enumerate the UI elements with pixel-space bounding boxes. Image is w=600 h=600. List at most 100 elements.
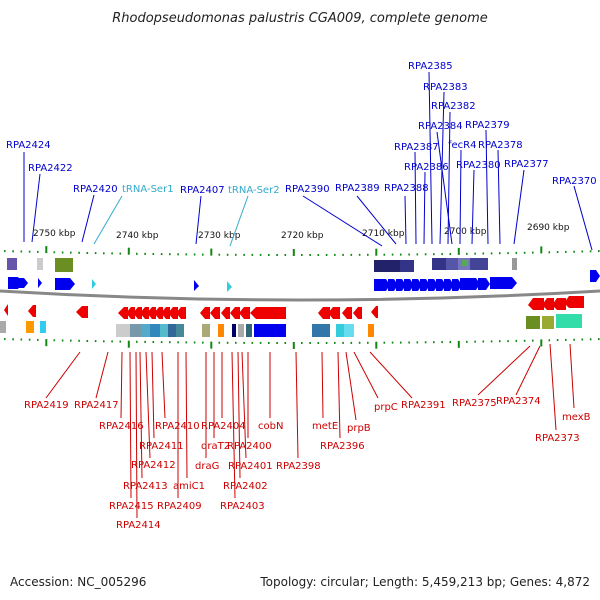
scale-tick bbox=[136, 340, 138, 343]
scale-tick bbox=[243, 341, 245, 344]
gene-label: mexB bbox=[562, 412, 591, 423]
scale-tick bbox=[490, 252, 493, 255]
scale-tick bbox=[540, 339, 543, 347]
scale-tick bbox=[276, 254, 278, 256]
scale-label: 2740 kbp bbox=[116, 231, 159, 241]
scale-tick bbox=[284, 342, 287, 344]
scale-tick bbox=[86, 340, 89, 342]
scale-tick bbox=[276, 342, 278, 344]
scale-tick bbox=[474, 252, 476, 255]
gene-label: RPA2412 bbox=[131, 460, 176, 471]
scale-tick bbox=[565, 338, 567, 341]
scale-tick bbox=[309, 342, 311, 344]
accession-label: Accession: NC_005296 bbox=[10, 575, 147, 589]
gene-label: RPA2374 bbox=[496, 396, 541, 407]
scale-tick bbox=[400, 253, 402, 256]
gene-label: metE bbox=[312, 421, 338, 432]
forward-genes bbox=[8, 270, 600, 292]
gene-label: RPA2414 bbox=[116, 520, 161, 531]
gene-label: draG bbox=[195, 461, 219, 472]
scale-tick bbox=[507, 340, 509, 343]
scale-tick bbox=[391, 341, 394, 344]
scale-tick bbox=[103, 252, 105, 255]
gene-label: RPA2411 bbox=[139, 441, 184, 452]
scale-tick bbox=[119, 252, 122, 255]
scale-tick bbox=[193, 341, 196, 344]
scale-label: 2710 kbp bbox=[362, 229, 405, 239]
scale-tick bbox=[20, 250, 23, 253]
scale-tick bbox=[45, 339, 48, 347]
gene-label: RPA2384 bbox=[418, 121, 463, 132]
scale-tick bbox=[202, 253, 204, 256]
scale-tick bbox=[416, 253, 419, 256]
scale-tick bbox=[424, 341, 427, 344]
scale-tick bbox=[433, 253, 435, 256]
scale-tick bbox=[573, 338, 575, 341]
scale-tick bbox=[482, 252, 485, 255]
forward-cog-track bbox=[7, 258, 517, 272]
scale-tick bbox=[358, 341, 361, 344]
scale-tick bbox=[45, 246, 48, 254]
scale-tick bbox=[12, 250, 14, 253]
scale-tick bbox=[78, 339, 80, 342]
map-title: Rhodopseudomonas palustris CGA009, compl… bbox=[112, 11, 488, 26]
scale-tick bbox=[28, 250, 31, 253]
scale-tick bbox=[53, 251, 56, 254]
scale-label: 2700 kbp bbox=[444, 227, 487, 237]
scale-tick bbox=[185, 253, 188, 256]
scale-tick bbox=[235, 341, 237, 344]
scale-tick bbox=[301, 342, 303, 344]
scale-tick bbox=[441, 341, 443, 344]
reverse-cog-track bbox=[0, 314, 582, 337]
scale-tick bbox=[466, 252, 468, 255]
scale-tick bbox=[565, 250, 567, 253]
gene-label: RPA2409 bbox=[157, 501, 202, 512]
scale-tick bbox=[490, 340, 493, 343]
scale-tick bbox=[383, 341, 386, 344]
scale-tick bbox=[202, 341, 204, 344]
scale-tick bbox=[309, 254, 311, 256]
gene-label: RPA2401 bbox=[228, 461, 273, 472]
scale-tick bbox=[235, 253, 237, 256]
scale-tick bbox=[111, 252, 113, 255]
scale-tick bbox=[284, 254, 287, 256]
bottom-labels: RPA2419 RPA2417 RPA2416 RPA2415 RPA2414 … bbox=[24, 396, 591, 531]
scale-tick bbox=[177, 341, 179, 344]
scale-tick bbox=[28, 338, 31, 341]
scale-tick bbox=[325, 254, 328, 256]
scale-label: 2750 kbp bbox=[33, 229, 76, 239]
scale-tick bbox=[581, 338, 584, 341]
bottom-leader-lines bbox=[45, 343, 575, 519]
scale-tick bbox=[375, 341, 378, 349]
scale-tick bbox=[449, 341, 452, 343]
scale-tick bbox=[342, 341, 344, 344]
scale-ticks-bottom bbox=[4, 338, 600, 349]
scale-tick bbox=[457, 340, 460, 348]
gene-label: RPA2379 bbox=[465, 120, 510, 131]
scale-tick bbox=[268, 254, 270, 256]
scale-label: 2730 kbp bbox=[198, 231, 241, 241]
gene-label: RPA2415 bbox=[109, 501, 154, 512]
scale-tick bbox=[243, 253, 245, 256]
scale-tick bbox=[292, 249, 295, 256]
gene-label: RPA2378 bbox=[478, 140, 523, 151]
scale-tick bbox=[334, 253, 336, 256]
scale-tick bbox=[70, 251, 72, 254]
gene-label: RPA2377 bbox=[504, 159, 549, 170]
scale-tick bbox=[210, 248, 213, 256]
scale-tick bbox=[350, 341, 353, 344]
scale-ticks-top bbox=[4, 246, 600, 256]
scale-tick bbox=[193, 253, 196, 256]
gene-label: draT2 bbox=[201, 441, 230, 452]
scale-tick bbox=[119, 340, 122, 343]
scale-tick bbox=[185, 341, 188, 344]
gene-label: RPA2419 bbox=[24, 400, 69, 411]
scale-tick bbox=[523, 251, 526, 254]
gene-label: RPA2387 bbox=[394, 142, 439, 153]
scale-tick bbox=[400, 341, 402, 344]
scale-tick bbox=[408, 253, 410, 256]
gene-label: RPA2375 bbox=[452, 398, 497, 409]
scale-tick bbox=[160, 253, 163, 256]
scale-tick bbox=[375, 248, 378, 256]
gene-label: RPA2380 bbox=[456, 160, 501, 171]
